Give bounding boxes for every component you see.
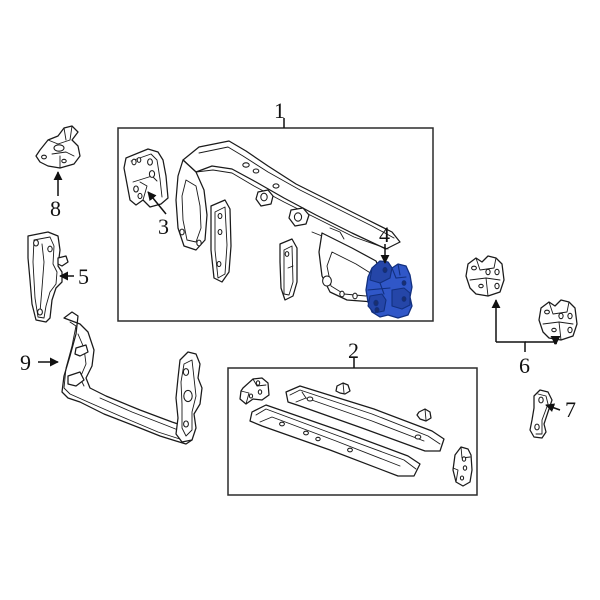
callout-label-9: 9 <box>20 350 31 375</box>
callout-label-8: 8 <box>50 196 61 221</box>
callout-label-3: 3 <box>158 214 169 239</box>
group-box-2 <box>227 367 478 496</box>
part-1-radiator-support <box>175 140 401 303</box>
part-2-upper-tie-bar-assembly <box>239 377 473 487</box>
group-box-1 <box>117 127 434 322</box>
part-7-link <box>529 389 553 439</box>
leader-6-stem <box>496 341 526 352</box>
callout-label-5: 5 <box>78 264 89 289</box>
part-4-highlighted-bracket <box>365 260 413 319</box>
callout-label-4: 4 <box>379 222 390 247</box>
leader-3 <box>147 191 167 215</box>
part-3-bracket <box>123 148 169 208</box>
callout-label-6: 6 <box>519 353 530 378</box>
part-5-side-support <box>27 231 69 323</box>
part-8-mount <box>35 125 81 169</box>
part-9-lower-tie-bar <box>61 311 203 445</box>
callout-label-2: 2 <box>348 338 359 363</box>
part-6-brackets <box>465 255 578 341</box>
callout-label-7: 7 <box>565 397 576 422</box>
leader-7 <box>545 403 561 412</box>
callout-label-1: 1 <box>274 98 285 123</box>
